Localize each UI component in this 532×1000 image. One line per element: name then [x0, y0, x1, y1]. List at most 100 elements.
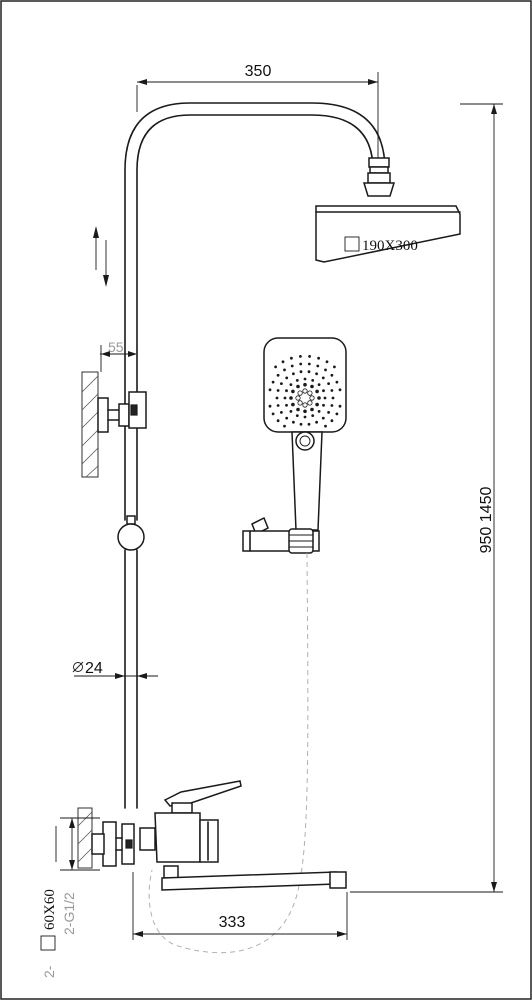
height-adjust-arrows [93, 226, 109, 287]
nozzle-dot [330, 419, 334, 423]
nozzle-dot [291, 402, 295, 407]
nozzle-dot [310, 384, 314, 389]
nozzle-dot [295, 379, 299, 382]
spray-nozzles [268, 355, 342, 428]
nozzle-dot [271, 412, 275, 416]
nozzle-dot [299, 370, 303, 374]
nozzle-dot [330, 373, 334, 377]
nozzle-dot [331, 396, 335, 400]
nozzle-ring [302, 388, 308, 394]
nozzle-dot [322, 389, 325, 393]
overhead-shower: 190X300 [315, 157, 461, 263]
nozzle-dot [299, 362, 303, 366]
nozzle-dot [268, 404, 272, 408]
nozzle-dot [303, 409, 307, 414]
shower-hose [148, 552, 309, 954]
hand-shower [263, 337, 347, 531]
nozzle-ring [295, 395, 301, 401]
flange-notes: 2- 60X60 2-G1/2 [40, 889, 77, 978]
nozzle-dot [295, 414, 299, 417]
connection-label: 2-G1/2 [61, 892, 77, 935]
nozzle-dot [280, 382, 283, 385]
nozzle-dot [327, 382, 330, 385]
nozzle-dot [317, 356, 320, 360]
nozzle-dot [322, 403, 325, 407]
nozzle-dot [338, 388, 342, 392]
flange-size-label: 60X60 [42, 889, 58, 930]
flange-square-symbol [40, 935, 56, 951]
nozzle-dot [292, 372, 295, 376]
top-width-label: 350 [245, 63, 272, 80]
nozzle-dot [324, 368, 327, 372]
nozzle-dot [316, 364, 320, 368]
nozzle-dot [315, 372, 318, 376]
nozzle-dot [310, 407, 314, 412]
square-symbol [344, 236, 360, 252]
bath-spout [161, 865, 347, 891]
upper-wall-bracket: 55 [81, 339, 147, 478]
nozzle-dot [338, 404, 342, 408]
nozzle-dot [276, 419, 280, 423]
nozzle-dot [296, 407, 300, 412]
nozzle-ring [309, 395, 315, 401]
nozzle-dot [271, 380, 275, 384]
pipe-diameter-label: 24 [85, 660, 103, 677]
hand-shower-holder [242, 516, 320, 554]
nozzle-dot [317, 396, 321, 400]
nozzle-dot [303, 382, 307, 387]
nozzle-dot [315, 389, 319, 394]
nozzle-dot [291, 389, 295, 394]
spout-length-label: 333 [219, 914, 246, 931]
wall-offset-label: 55 [108, 339, 124, 355]
nozzle-dot [285, 416, 289, 420]
nozzle-ring [307, 400, 313, 406]
nozzle-dot [325, 360, 329, 364]
nozzle-dot [285, 376, 289, 380]
nozzle-dot [276, 404, 280, 407]
nozzle-dot [268, 388, 272, 392]
nozzle-dot [321, 376, 325, 380]
nozzle-dot [303, 415, 307, 419]
top-width-dimension: 350 [136, 63, 379, 160]
nozzle-dot [330, 404, 334, 407]
nozzle-dot [311, 379, 315, 382]
nozzle-dot [276, 389, 280, 392]
nozzle-dot [323, 396, 327, 400]
nozzle-dot [283, 396, 287, 400]
nozzle-ring [297, 400, 303, 406]
nozzle-dot [335, 412, 339, 416]
nozzle-dot [275, 396, 279, 400]
slide-bar-knob [117, 515, 145, 551]
nozzle-dot [327, 411, 330, 414]
height-label: 950 1450 [478, 487, 495, 554]
nozzle-dot [289, 383, 293, 386]
nozzle-dot [311, 414, 315, 417]
nozzle-dot [330, 389, 334, 392]
flange-prefix-label: 2- [41, 965, 57, 978]
nozzle-dot [307, 362, 311, 366]
nozzle-dot [299, 422, 303, 426]
nozzle-dot [307, 370, 311, 374]
nozzle-dot [274, 365, 277, 369]
nozzle-dot [296, 384, 300, 389]
pipe-diameter-dimension: 24 [72, 660, 158, 679]
shower-head-size-label: 190X300 [362, 238, 418, 254]
nozzle-dot [303, 377, 307, 381]
nozzle-dot [285, 403, 288, 407]
nozzle-dot [289, 410, 293, 413]
nozzle-ring [302, 402, 308, 408]
nozzle-dot [281, 360, 285, 364]
nozzle-dot [290, 356, 293, 360]
nozzle-dot [324, 424, 327, 428]
nozzle-dot [276, 373, 280, 377]
spout-length-dimension: 333 [132, 872, 348, 940]
nozzle-dot [299, 355, 302, 358]
nozzle-dot [307, 422, 311, 426]
nozzle-dot [317, 383, 321, 386]
nozzle-dot [308, 355, 311, 358]
nozzle-dot [321, 416, 325, 420]
nozzle-dot [315, 420, 318, 424]
nozzle-dot [335, 380, 339, 384]
mixer-valve [55, 780, 242, 871]
